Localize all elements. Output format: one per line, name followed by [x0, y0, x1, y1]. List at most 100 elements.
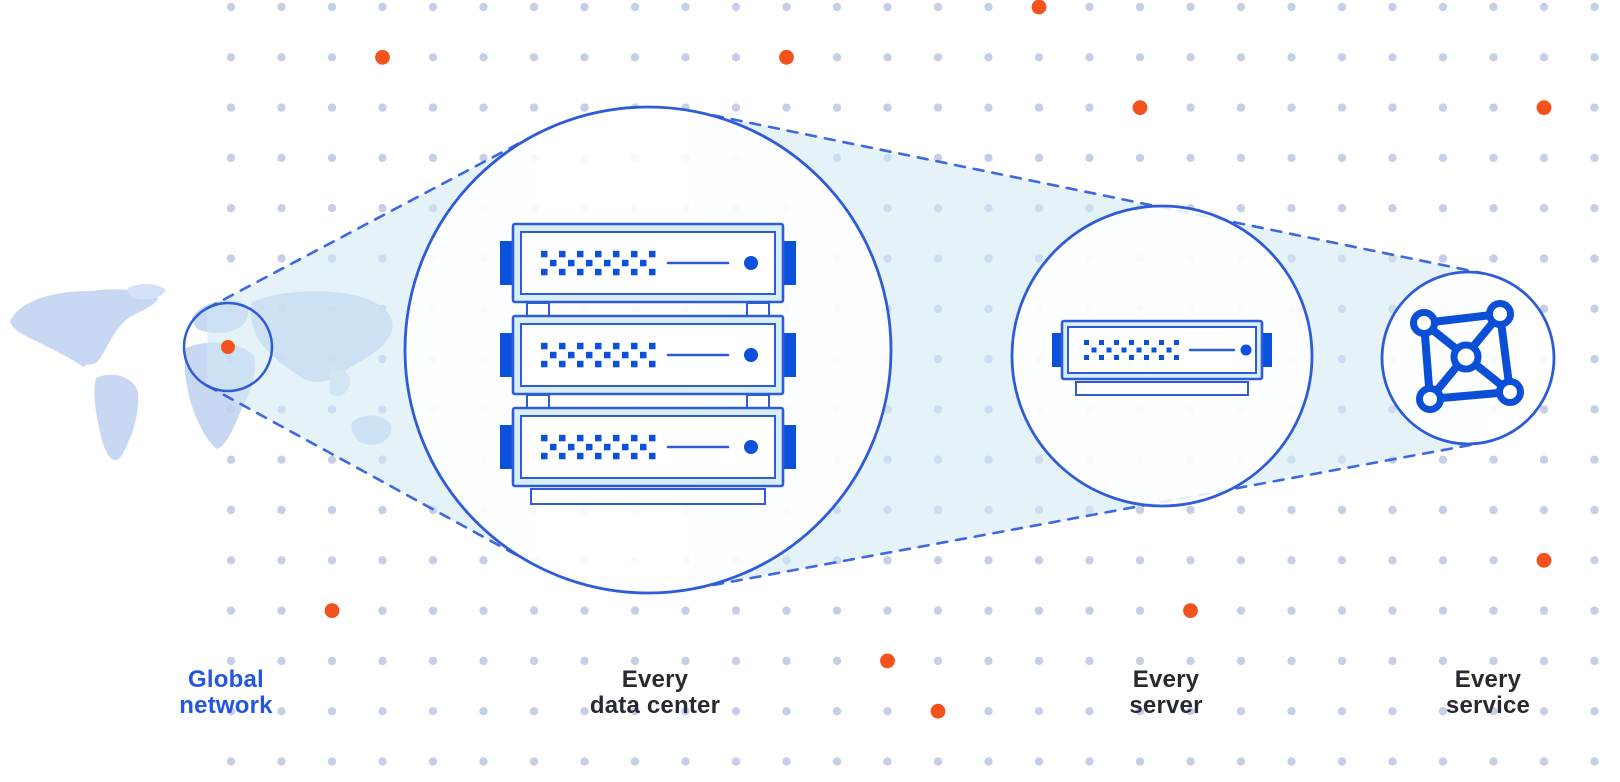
grid-dot: [1388, 153, 1397, 163]
grid-dot: [226, 53, 236, 62]
grid-dot: [1287, 153, 1296, 163]
grid-dot: [832, 103, 842, 112]
grid-dot: [1590, 354, 1599, 364]
grid-dot: [1337, 556, 1347, 565]
zoom-dashed-line: [205, 134, 535, 310]
server-vent-dot: [604, 259, 611, 267]
grid-dot: [226, 103, 236, 112]
grid-dot: [1236, 707, 1246, 716]
grid-dot: [428, 707, 438, 716]
grid-dot: [782, 606, 791, 615]
grid-dot: [1034, 656, 1044, 666]
grid-dot: [1489, 103, 1498, 112]
grid-dot: [1337, 656, 1347, 666]
server-vent-dot: [1174, 340, 1179, 345]
server-vent-dot: [613, 342, 620, 350]
grid-dot: [933, 103, 943, 112]
orange-dot: [930, 703, 946, 719]
server-vent-dot: [649, 434, 656, 442]
grid-dot: [984, 2, 993, 12]
server-vent-dot: [568, 443, 575, 451]
map-focus-ring: [182, 301, 274, 393]
grid-dot: [1590, 455, 1599, 464]
grid-dot: [226, 757, 236, 766]
server-vent-dot: [1129, 355, 1134, 360]
grid-dot: [630, 656, 640, 666]
server-vent-dot: [595, 434, 602, 442]
grid-dot: [1539, 405, 1549, 414]
grid-dot: [1489, 505, 1498, 515]
grid-dot: [1034, 707, 1044, 716]
grid-dot: [731, 707, 741, 716]
grid-dot: [277, 757, 286, 766]
grid-dot: [1539, 656, 1549, 666]
grid-dot: [479, 656, 488, 666]
network-graph-icon: [1410, 300, 1524, 413]
grid-dot: [1085, 606, 1094, 615]
grid-dot: [933, 556, 943, 565]
grid-dot: [479, 556, 488, 565]
grid-dot: [378, 103, 387, 112]
grid-dot: [1388, 656, 1397, 666]
grid-dot: [1034, 103, 1044, 112]
grid-dot: [1489, 153, 1498, 163]
grid-dot: [1287, 204, 1296, 213]
grid-dot: [580, 103, 589, 112]
grid-dot: [378, 2, 387, 12]
server-vent-dot: [541, 268, 548, 276]
grid-dot: [428, 606, 438, 615]
server-vent-dot: [595, 268, 602, 276]
grid-dot: [933, 53, 943, 62]
server-vent-dot: [649, 452, 656, 460]
zoom-dashed-line: [205, 384, 535, 566]
grid-dot: [1186, 505, 1195, 515]
server-vent-dot: [1151, 347, 1157, 353]
grid-dot: [327, 556, 337, 565]
grid-dot: [681, 53, 690, 62]
grid-dot: [681, 656, 690, 666]
grid-dot: [378, 505, 387, 515]
grid-dot: [327, 103, 337, 112]
grid-dot: [883, 707, 892, 716]
grid-dot: [1085, 153, 1094, 163]
orange-dot: [1132, 100, 1148, 115]
server-rack-connector: [526, 302, 550, 317]
grid-dot: [883, 606, 892, 615]
grid-dot: [731, 606, 741, 615]
grid-dot: [1489, 606, 1498, 615]
server-rack-connector: [746, 302, 770, 317]
grid-dot: [1085, 556, 1094, 565]
grid-dot: [1287, 556, 1296, 565]
grid-dot: [1085, 656, 1094, 666]
grid-dot: [428, 53, 438, 62]
grid-dot: [580, 53, 589, 62]
grid-dot: [378, 606, 387, 615]
grid-dot: [1388, 204, 1397, 213]
grid-dot: [327, 204, 337, 213]
grid-dot: [479, 103, 488, 112]
server-vent-dot: [649, 342, 656, 350]
network-center-node: [1450, 341, 1482, 373]
grid-dot: [529, 707, 539, 716]
server-faceplate: [520, 323, 776, 387]
grid-dot: [883, 556, 892, 565]
server-vent-dot: [631, 452, 638, 460]
server-vent-dot: [631, 250, 638, 258]
server-vent-dot: [541, 452, 548, 460]
grid-dot: [529, 606, 539, 615]
grid-dot: [1590, 606, 1599, 615]
server-vent-dot: [559, 342, 566, 350]
grid-dot: [1438, 656, 1448, 666]
server-vent-dot: [613, 434, 620, 442]
server-vent-dot: [649, 268, 656, 276]
server-vent-dot: [613, 360, 620, 368]
grid-dot: [479, 606, 488, 615]
grid-dot: [1489, 53, 1498, 62]
server-base: [1075, 381, 1249, 396]
network-node: [1410, 309, 1438, 337]
grid-dot: [226, 606, 236, 615]
grid-dot: [1438, 606, 1448, 615]
grid-dot: [378, 757, 387, 766]
grid-dot: [428, 153, 438, 163]
